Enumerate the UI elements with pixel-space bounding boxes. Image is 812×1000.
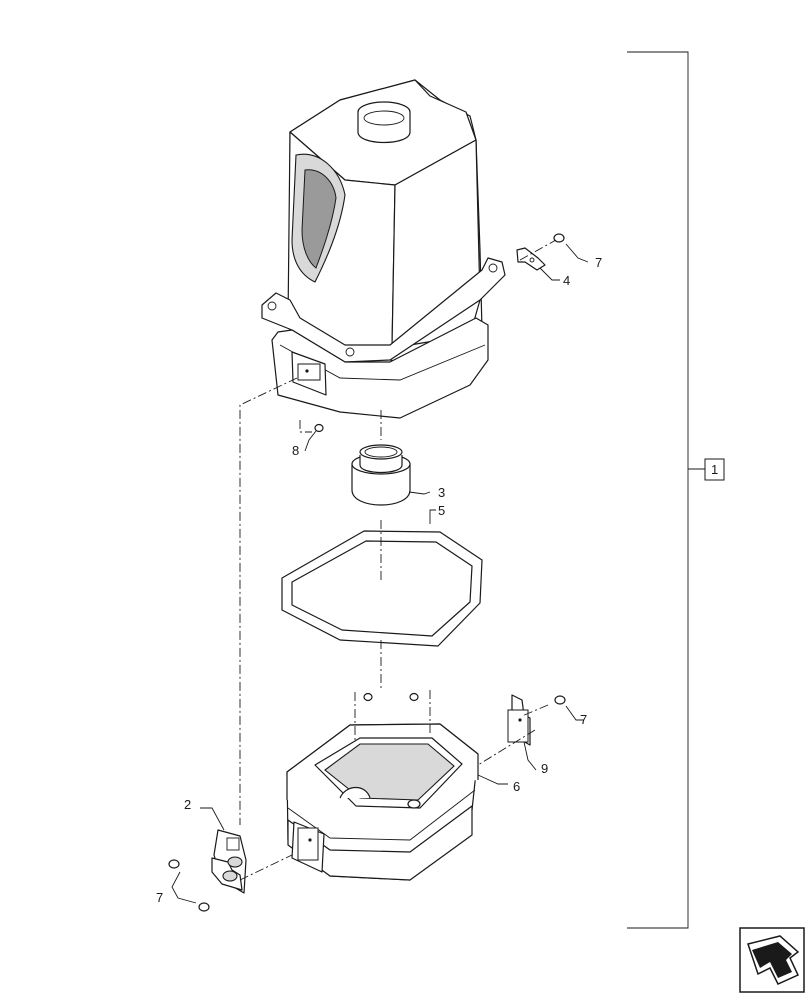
callout-9[interactable]: 9 (541, 761, 548, 776)
sleeve-3: 3 (351, 444, 445, 506)
callout-3[interactable]: 3 (438, 485, 445, 500)
assembly-bracket: 1 (627, 51, 725, 929)
callout-6[interactable]: 6 (513, 779, 520, 794)
fastener-8: 8 (292, 420, 324, 458)
alignment-lines (239, 377, 549, 881)
callout-2[interactable]: 2 (184, 797, 191, 812)
clip-4: 4 7 (516, 233, 602, 288)
upper-housing (261, 79, 506, 419)
callout-8[interactable]: 8 (292, 443, 299, 458)
hinge-9: 9 7 (507, 694, 587, 776)
callout-7-mid[interactable]: 7 (580, 712, 587, 727)
base-6: 6 (286, 692, 520, 881)
hinge-2: 2 7 (156, 797, 247, 912)
navigate-arrow-icon[interactable] (739, 927, 805, 993)
callout-7-upper[interactable]: 7 (595, 255, 602, 270)
callout-4[interactable]: 4 (563, 273, 570, 288)
gasket-5: 5 (281, 503, 483, 647)
callout-5[interactable]: 5 (438, 503, 445, 518)
callout-7-lower[interactable]: 7 (156, 890, 163, 905)
callout-1[interactable]: 1 (711, 462, 718, 477)
